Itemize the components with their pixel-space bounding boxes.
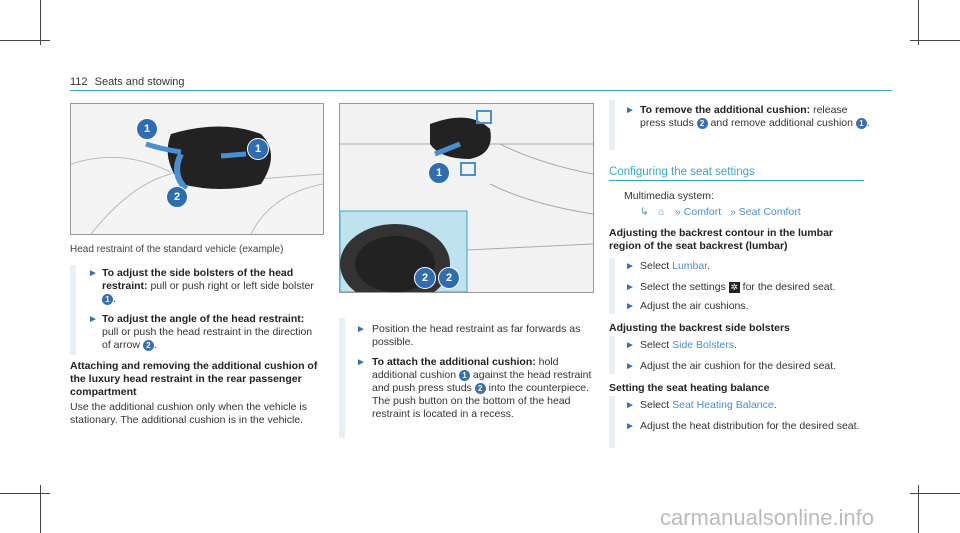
step-arrow-icon: ► bbox=[625, 421, 635, 432]
nav-seat-comfort[interactable]: Seat Comfort bbox=[738, 206, 801, 218]
step-arrow-icon: ► bbox=[356, 357, 366, 368]
step-arrow-icon: ► bbox=[625, 261, 635, 272]
step-marker-bar bbox=[609, 100, 615, 150]
step-select-side-bolsters: Select Side Bolsters. bbox=[640, 339, 737, 351]
callout-1: 1 bbox=[428, 162, 450, 184]
select-settings-post: for the desired seat. bbox=[742, 281, 836, 293]
seat-heating-balance-link[interactable]: Seat Heating Balance bbox=[672, 399, 774, 411]
page-number: 112 bbox=[70, 76, 88, 88]
figure1-caption: Head restraint of the standard vehicle (… bbox=[70, 244, 284, 255]
step-select-settings: Select the settings ✲ for the desired se… bbox=[640, 281, 870, 294]
step-arrow-icon: ► bbox=[625, 400, 635, 411]
col1-step1: To adjust the side bolsters of the head … bbox=[102, 267, 314, 305]
nav-comfort[interactable]: Comfort bbox=[683, 206, 722, 218]
step-arrow-icon: ► bbox=[625, 361, 635, 372]
lumbar-link[interactable]: Lumbar bbox=[672, 260, 708, 272]
callout-2b: 2 bbox=[438, 267, 460, 289]
multimedia-label: Multimedia system: bbox=[624, 190, 714, 202]
col2-step2-bold: To attach the additional cushion: bbox=[372, 356, 536, 368]
heading-heating-balance: Setting the seat heating balance bbox=[609, 382, 770, 394]
header-rule bbox=[70, 90, 892, 91]
select-label: Select bbox=[640, 339, 670, 351]
col3-step1: To remove the additional cushion: releas… bbox=[640, 104, 870, 129]
page-header: 112 Seats and stowing bbox=[70, 76, 185, 88]
step-marker-bar bbox=[609, 396, 615, 448]
col2-step2-text-b: against the head restraint and push pres… bbox=[372, 369, 592, 394]
step-marker-bar bbox=[339, 318, 345, 438]
step-adjust-heat: Adjust the heat distribution for the des… bbox=[640, 420, 860, 432]
col1-step1-text: pull or push right or left side bolster bbox=[150, 280, 314, 292]
step-marker-bar bbox=[609, 258, 615, 314]
crop-mark bbox=[910, 40, 960, 41]
section-rule bbox=[609, 180, 864, 181]
step-arrow-icon: ► bbox=[625, 105, 635, 116]
col1-step2: To adjust the angle of the head restrain… bbox=[102, 313, 313, 351]
crop-mark bbox=[40, 485, 41, 533]
step-arrow-icon: ► bbox=[625, 301, 635, 312]
cushion-illustration bbox=[340, 110, 593, 292]
select-label: Select bbox=[640, 399, 670, 411]
col1-step2-bold: To adjust the angle of the head restrain… bbox=[102, 313, 305, 325]
nav-chevron-icon: » bbox=[675, 206, 681, 218]
col2-step2-text-a: hold additional cushion bbox=[372, 356, 559, 381]
section-name: Seats and stowing bbox=[94, 76, 185, 88]
col2-step1: Position the head restraint as far forwa… bbox=[372, 323, 581, 348]
step-select-lumbar: Select Lumbar. bbox=[640, 260, 711, 272]
crop-mark bbox=[910, 493, 960, 494]
watermark: carmanualsonline.info bbox=[660, 505, 875, 530]
col2-step2: To attach the additional cushion: hold a… bbox=[372, 356, 592, 421]
crop-mark bbox=[40, 0, 41, 45]
crop-mark bbox=[0, 40, 50, 41]
col1-paragraph: Use the additional cushion only when the… bbox=[70, 401, 307, 426]
ref-badge: 2 bbox=[474, 382, 486, 394]
col1-step2-text: pull or push the head restraint in the d… bbox=[102, 326, 313, 351]
col2-step2-text-d: The push button on the bottom of the hea… bbox=[372, 395, 571, 420]
ref-badge: 1 bbox=[855, 117, 867, 129]
ref-badge: 2 bbox=[142, 339, 154, 351]
gear-icon: ✲ bbox=[728, 281, 740, 293]
col3-step1-text-a: release press studs bbox=[640, 104, 848, 129]
nav-chevron-icon: » bbox=[730, 206, 736, 218]
figure-head-restraint: 1 1 2 bbox=[70, 103, 324, 235]
col1-step1-bold: To adjust the side bolsters of the head … bbox=[102, 267, 294, 292]
side-bolsters-link[interactable]: Side Bolsters bbox=[672, 339, 734, 351]
step-arrow-icon: ► bbox=[356, 324, 366, 335]
ref-badge: 1 bbox=[458, 369, 470, 381]
crop-mark bbox=[918, 485, 919, 533]
ref-badge: 1 bbox=[102, 293, 113, 305]
head-restraint-illustration bbox=[71, 104, 323, 234]
step-marker-bar bbox=[70, 265, 76, 355]
step-arrow-icon: ► bbox=[625, 340, 635, 351]
callout-1b: 1 bbox=[247, 138, 269, 160]
heading-side-bolsters: Adjusting the backrest side bolsters bbox=[609, 322, 790, 334]
select-settings-label: Select the settings bbox=[640, 281, 726, 293]
callout-2a: 2 bbox=[414, 267, 436, 289]
heading-lumbar: Adjusting the backrest contour in the lu… bbox=[609, 227, 834, 252]
step-arrow-icon: ► bbox=[88, 268, 98, 279]
callout-1a: 1 bbox=[136, 118, 158, 140]
step-arrow-icon: ► bbox=[88, 314, 98, 325]
step-adjust-air-cushion: Adjust the air cushion for the desired s… bbox=[640, 360, 837, 372]
step-marker-bar bbox=[609, 336, 615, 374]
col2-step2-text-c: into the counterpiece. bbox=[488, 382, 590, 394]
step-arrow-icon: ► bbox=[625, 282, 635, 293]
step-select-heating-balance: Select Seat Heating Balance. bbox=[640, 399, 777, 411]
callout-2: 2 bbox=[166, 186, 188, 208]
figure-additional-cushion: 1 2 2 bbox=[339, 103, 594, 293]
col1-heading: Attaching and removing the additional cu… bbox=[70, 360, 318, 398]
crop-mark bbox=[918, 0, 919, 45]
section-title: Configuring the seat settings bbox=[609, 166, 755, 178]
ref-badge: 2 bbox=[696, 117, 708, 129]
select-label: Select bbox=[640, 260, 670, 272]
crop-mark bbox=[0, 493, 50, 494]
nav-corner-arrow-icon: ↳ bbox=[640, 206, 649, 218]
home-icon[interactable]: ⌂ bbox=[657, 206, 665, 218]
nav-path: ↳ ⌂ » Comfort » Seat Comfort bbox=[640, 206, 801, 219]
col3-step1-bold: To remove the additional cushion: bbox=[640, 104, 811, 116]
col3-step1-text-b: and remove additional cushion bbox=[710, 117, 853, 129]
step-adjust-air-cushions: Adjust the air cushions. bbox=[640, 300, 749, 312]
